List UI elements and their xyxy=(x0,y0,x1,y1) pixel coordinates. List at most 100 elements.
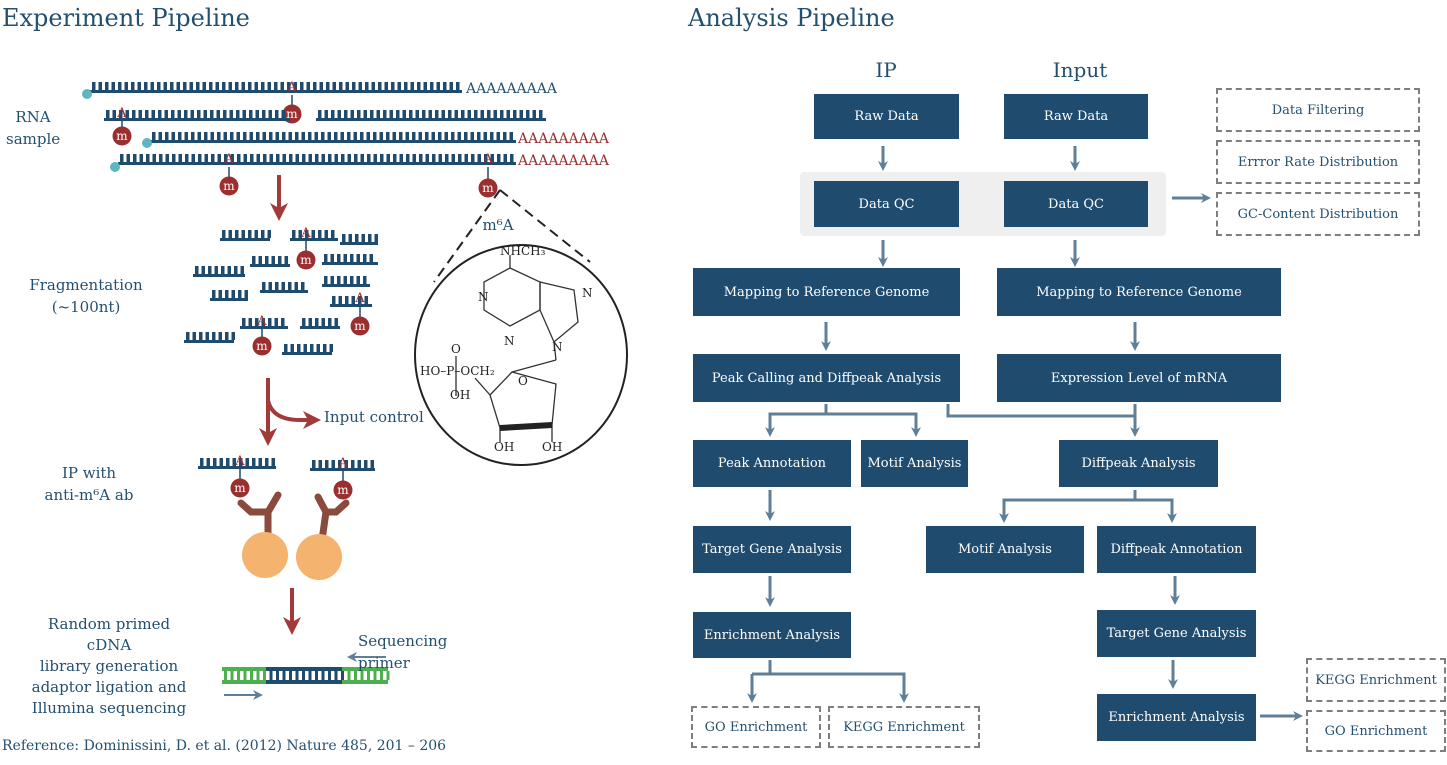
svg-text:m: m xyxy=(482,181,494,195)
methyl-ip-2: Am xyxy=(333,456,353,500)
experiment-pipeline-title: Experiment Pipeline xyxy=(2,4,250,32)
svg-text:m: m xyxy=(337,483,349,497)
cap-dot-1 xyxy=(82,89,92,99)
cap-dot-4 xyxy=(110,162,120,172)
diffpeak-analysis-box: Diffpeak Analysis xyxy=(1059,440,1218,487)
col-ip-header: IP xyxy=(875,58,897,82)
fragment-7 xyxy=(260,282,308,293)
sequencing-primer-label: Sequencing primer xyxy=(358,632,448,672)
rna-strand-2a xyxy=(104,110,290,121)
methyl-site-4a: Am xyxy=(219,152,239,196)
svg-text:A: A xyxy=(354,291,365,306)
chem-n1: N xyxy=(478,290,489,304)
fragment-10 xyxy=(330,296,372,307)
motif-analysis-ip-box: Motif Analysis xyxy=(861,440,968,487)
svg-text:A: A xyxy=(482,152,493,167)
fragment-1 xyxy=(220,230,271,241)
chem-n9: N xyxy=(552,340,563,354)
fragmentation-label: Fragmentation (~100nt) xyxy=(29,276,143,316)
rna-strand-1 xyxy=(90,82,462,93)
chem-oh3: OH xyxy=(542,440,563,454)
svg-text:m: m xyxy=(223,179,235,193)
chem-nhch3: NHCH₃ xyxy=(500,244,546,258)
chem-ho-p: HO–P–OCH₂ xyxy=(420,364,495,378)
kegg-enrichment-ip-box: KEGG Enrichment xyxy=(828,706,980,748)
ip-fragment-1 xyxy=(198,458,276,469)
ip-antibody-label: IP with anti-m⁶A ab xyxy=(44,464,134,504)
fragment-8 xyxy=(322,276,370,287)
methyl-site-2: Am xyxy=(112,106,132,146)
fragment-2 xyxy=(290,230,338,241)
methyl-ip-1: Am xyxy=(230,454,250,498)
qc-ip-box: Data QC xyxy=(814,181,959,227)
svg-text:A: A xyxy=(223,152,234,167)
enrichment-diff-box: Enrichment Analysis xyxy=(1097,694,1256,741)
svg-text:m: m xyxy=(354,319,366,333)
m6a-label: m⁶A xyxy=(482,216,514,234)
fragment-13 xyxy=(184,332,235,343)
svg-text:m: m xyxy=(234,481,246,495)
chem-p-oh: OH xyxy=(450,388,471,402)
peak-annotation-box: Peak Annotation xyxy=(693,440,851,487)
motif-analysis-diff-box: Motif Analysis xyxy=(926,526,1084,573)
m6a-structure xyxy=(414,189,628,466)
analysis-arrows xyxy=(747,146,1303,721)
mapping-ip-box: Mapping to Reference Genome xyxy=(693,268,960,316)
experiment-arrows xyxy=(259,175,321,635)
antibodies xyxy=(237,491,350,544)
fragment-6 xyxy=(322,254,378,265)
chem-n3: N xyxy=(504,334,515,348)
target-gene-diff-box: Target Gene Analysis xyxy=(1097,610,1256,657)
svg-text:m: m xyxy=(116,129,128,143)
data-filtering-box: Data Filtering xyxy=(1216,88,1420,132)
reference-text: Reference: Dominissini, D. et al. (2012)… xyxy=(2,738,447,754)
chem-n7: N xyxy=(582,286,593,300)
fragment-9 xyxy=(210,290,248,301)
svg-text:m: m xyxy=(286,107,298,121)
svg-text:A: A xyxy=(116,106,127,121)
methyl-frag-3: Am xyxy=(252,314,272,356)
svg-text:A: A xyxy=(256,314,267,329)
svg-text:A: A xyxy=(286,80,297,95)
fragment-12 xyxy=(300,318,340,329)
bead-right xyxy=(296,534,342,580)
rna-strand-4 xyxy=(118,154,516,165)
methyl-site-4b: Am xyxy=(478,152,498,198)
go-enrichment-ip-box: GO Enrichment xyxy=(691,706,821,748)
input-control-label: Input control xyxy=(324,408,424,426)
diffpeak-annotation-box: Diffpeak Annotation xyxy=(1097,526,1256,573)
chem-phosphate-o: O xyxy=(451,342,461,356)
methyl-frag-2: Am xyxy=(350,291,370,336)
raw-data-ip-box: Raw Data xyxy=(814,94,959,139)
fragment-11 xyxy=(240,318,288,329)
expression-level-box: Expression Level of mRNA xyxy=(997,354,1281,402)
go-enrichment-diff-box: GO Enrichment xyxy=(1306,710,1446,752)
svg-text:m: m xyxy=(256,339,268,353)
col-input-header: Input xyxy=(1052,58,1108,82)
fragment-14 xyxy=(282,344,333,355)
rna-strand-2b xyxy=(316,110,546,121)
fragment-5 xyxy=(193,266,245,277)
gc-content-box: GC-Content Distribution xyxy=(1216,192,1420,236)
methyl-site-1: Am xyxy=(282,80,302,124)
methyl-frag-1: Am xyxy=(296,226,316,270)
qc-input-box: Data QC xyxy=(1004,181,1148,227)
bead-left xyxy=(242,532,288,578)
svg-text:m: m xyxy=(300,253,312,267)
chem-ring-o: O xyxy=(518,374,528,388)
polya-tail-2: AAAAAAAAA xyxy=(518,131,609,147)
rna-strand-3 xyxy=(150,132,516,143)
error-rate-box: Errror Rate Distribution xyxy=(1216,140,1420,184)
rna-sample-label: RNA sample xyxy=(6,108,61,148)
mapping-input-box: Mapping to Reference Genome xyxy=(997,268,1281,316)
enrichment-ip-box: Enrichment Analysis xyxy=(693,612,851,658)
svg-text:A: A xyxy=(337,456,348,471)
svg-text:A: A xyxy=(300,226,311,241)
cap-dot-3 xyxy=(142,138,152,148)
fragment-4 xyxy=(250,256,290,267)
analysis-pipeline-title: Analysis Pipeline xyxy=(688,4,895,32)
kegg-enrichment-diff-box: KEGG Enrichment xyxy=(1306,658,1446,702)
svg-text:A: A xyxy=(234,454,245,469)
chem-oh2: OH xyxy=(494,440,515,454)
